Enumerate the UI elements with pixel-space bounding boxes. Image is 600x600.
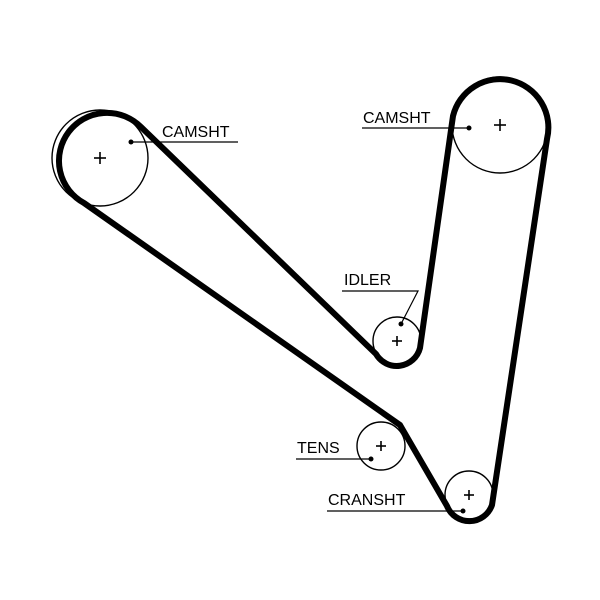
leader-lines <box>128 125 472 514</box>
timing-belt <box>55 76 552 525</box>
idler-label: IDLER <box>344 272 391 289</box>
tensioner-label: TENS <box>297 440 340 457</box>
crankshaft-leader <box>327 508 466 514</box>
camshaft-right-leader <box>362 125 472 131</box>
tensioner-center-icon <box>376 441 386 451</box>
camshaft-left-center-icon <box>94 152 106 164</box>
crankshaft-label: CRANSHT <box>328 492 406 509</box>
crankshaft-center-icon <box>464 490 474 500</box>
tensioner-pulley <box>356 421 406 471</box>
pulley-labels: CAMSHT CAMSHT IDLER TENS CRANSHT <box>162 110 431 509</box>
camshaft-right-center-icon <box>494 119 506 131</box>
idler-center-icon <box>392 336 402 346</box>
tensioner-leader <box>296 456 374 462</box>
camshaft-right-label: CAMSHT <box>363 110 431 127</box>
camshaft-left-label: CAMSHT <box>162 124 230 141</box>
idler-leader <box>342 290 419 327</box>
pulley-centers <box>94 119 506 500</box>
camshaft-left-pulley <box>51 109 149 207</box>
camshaft-left-leader <box>128 139 238 145</box>
